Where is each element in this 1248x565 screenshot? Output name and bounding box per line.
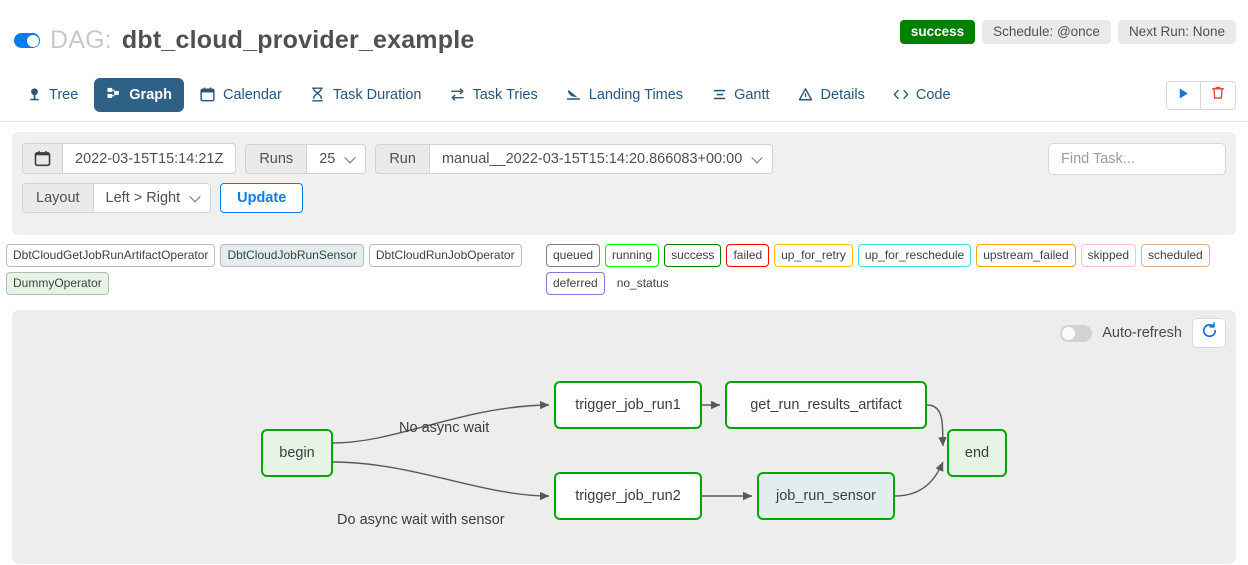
graph-node-get-run-results-artifact[interactable]: get_run_results_artifact <box>725 381 927 429</box>
runs-label: Runs <box>245 143 308 174</box>
gantt-icon <box>711 87 727 103</box>
dag-name: dbt_cloud_provider_example <box>121 26 475 54</box>
graph-node-begin[interactable]: begin <box>261 429 333 477</box>
state-pill-upstream-failed[interactable]: upstream_failed <box>976 244 1076 267</box>
graph-legend: DbtCloudGetJobRunArtifactOperator DbtClo… <box>0 235 1248 306</box>
tab-task-tries[interactable]: Task Tries <box>437 78 549 112</box>
operator-pill[interactable]: DbtCloudRunJobOperator <box>368 244 522 267</box>
dag-filter-bar: 2022-03-15T15:14:21Z Runs 25 Run manual_… <box>12 132 1236 235</box>
base-date-group: 2022-03-15T15:14:21Z <box>22 143 237 174</box>
tab-landing-times[interactable]: Landing Times <box>554 78 695 112</box>
operator-pill[interactable]: DummyOperator <box>6 272 109 295</box>
layout-select[interactable]: Left > Right <box>93 183 212 213</box>
state-pill-queued[interactable]: queued <box>546 244 601 267</box>
refresh-icon <box>1201 322 1218 344</box>
hourglass-icon <box>310 87 326 103</box>
schedule-badge[interactable]: Schedule: @once <box>982 20 1111 44</box>
calendar-icon <box>200 87 216 103</box>
state-pill-skipped[interactable]: skipped <box>1080 244 1136 267</box>
status-badge-success: success <box>899 20 976 44</box>
dag-title-row: DAG: dbt_cloud_provider_example <box>14 0 1234 55</box>
layout-group: Layout Left > Right <box>22 183 212 213</box>
state-pill-success[interactable]: success <box>664 244 722 267</box>
state-pill-deferred[interactable]: deferred <box>546 272 605 295</box>
tree-icon <box>26 87 42 103</box>
tab-list: Tree Graph Calendar Task Duration Task T… <box>14 77 963 112</box>
edge-label-async-sensor: Do async wait with sensor <box>337 512 505 528</box>
retry-icon <box>449 87 465 103</box>
tab-code-label: Code <box>915 86 951 103</box>
filter-row-top: 2022-03-15T15:14:21Z Runs 25 Run manual_… <box>22 143 1226 174</box>
delete-dag-button[interactable] <box>1201 81 1236 110</box>
tab-task-duration[interactable]: Task Duration <box>298 78 434 112</box>
graph-node-job-run-sensor[interactable]: job_run_sensor <box>757 472 895 520</box>
tab-gantt-label: Gantt <box>734 86 770 103</box>
tab-tree[interactable]: Tree <box>14 78 90 112</box>
code-icon <box>893 87 909 103</box>
trigger-dag-button[interactable] <box>1166 81 1201 110</box>
edge-label-no-async-wait: No async wait <box>399 420 490 436</box>
tab-tree-label: Tree <box>49 86 79 103</box>
tab-task-tries-label: Task Tries <box>472 86 538 103</box>
tab-gantt[interactable]: Gantt <box>699 78 781 112</box>
edge-begin-to-trigger2 <box>332 461 550 501</box>
layout-label: Layout <box>22 183 94 213</box>
tab-details-label: Details <box>820 86 865 103</box>
state-legend: queued running success failed up_for_ret… <box>546 244 1242 300</box>
graph-edges <box>332 400 947 501</box>
state-pill-running[interactable]: running <box>605 244 660 267</box>
state-pill-up-for-reschedule[interactable]: up_for_reschedule <box>857 244 972 267</box>
run-label: Run <box>375 143 430 174</box>
graph-icon <box>106 87 122 103</box>
state-pill-failed[interactable]: failed <box>726 244 770 267</box>
calendar-icon <box>22 143 63 174</box>
state-pill-up-for-retry[interactable]: up_for_retry <box>774 244 853 267</box>
operator-pill[interactable]: DbtCloudJobRunSensor <box>220 244 364 267</box>
filter-row-bottom: Layout Left > Right Update <box>22 183 1226 213</box>
edge-sensor-to-end <box>894 461 944 497</box>
tab-details[interactable]: Details <box>786 78 877 112</box>
run-select[interactable]: manual__2022-03-15T15:14:20.866083+00:00 <box>429 143 774 174</box>
landing-icon <box>566 87 582 103</box>
tab-graph-label: Graph <box>129 86 172 103</box>
dag-action-buttons <box>1166 81 1236 110</box>
next-run-badge: Next Run: None <box>1117 20 1236 44</box>
tab-landing-times-label: Landing Times <box>588 86 684 103</box>
graph-toolbar: Auto-refresh <box>1060 318 1226 348</box>
auto-refresh-label: Auto-refresh <box>1102 325 1182 341</box>
graph-canvas[interactable]: begin trigger_job_run1 get_run_results_a… <box>12 310 1236 564</box>
refresh-button[interactable] <box>1192 318 1226 348</box>
run-group: Run manual__2022-03-15T15:14:20.866083+0… <box>375 143 774 174</box>
dag-status-badges: success Schedule: @once Next Run: None <box>899 20 1236 44</box>
tab-calendar-label: Calendar <box>222 86 282 103</box>
dag-prefix-label: DAG: <box>50 26 112 54</box>
operator-pill[interactable]: DbtCloudGetJobRunArtifactOperator <box>6 244 216 267</box>
dag-graph-panel: Auto-refresh begin trigger_job_run1 get_… <box>12 310 1236 564</box>
runs-select[interactable]: 25 <box>307 143 367 174</box>
dag-pause-toggle[interactable] <box>14 33 40 48</box>
state-pill-scheduled[interactable]: scheduled <box>1141 244 1210 267</box>
dag-tabbar: Tree Graph Calendar Task Duration Task T… <box>0 68 1248 122</box>
tab-calendar[interactable]: Calendar <box>188 78 294 112</box>
operator-legend: DbtCloudGetJobRunArtifactOperator DbtClo… <box>6 244 546 300</box>
graph-node-end[interactable]: end <box>947 429 1007 477</box>
tab-code[interactable]: Code <box>881 78 963 112</box>
tab-graph[interactable]: Graph <box>94 77 184 112</box>
find-task-input[interactable]: Find Task... <box>1048 143 1226 175</box>
update-button[interactable]: Update <box>220 183 304 213</box>
trash-icon <box>1211 86 1225 105</box>
auto-refresh-toggle[interactable] <box>1060 324 1093 342</box>
graph-node-trigger-job-run2[interactable]: trigger_job_run2 <box>554 472 702 520</box>
dag-header: DAG: dbt_cloud_provider_example success … <box>0 0 1248 68</box>
base-date-input[interactable]: 2022-03-15T15:14:21Z <box>63 143 237 174</box>
edge-begin-to-trigger1 <box>332 400 550 444</box>
details-icon <box>798 87 814 103</box>
state-pill-no-status: no_status <box>616 276 669 290</box>
graph-node-trigger-job-run1[interactable]: trigger_job_run1 <box>554 381 702 429</box>
edge-artifact-to-end <box>926 404 947 447</box>
tab-task-duration-label: Task Duration <box>332 86 422 103</box>
runs-group: Runs 25 <box>245 143 367 174</box>
play-icon <box>1177 87 1190 105</box>
